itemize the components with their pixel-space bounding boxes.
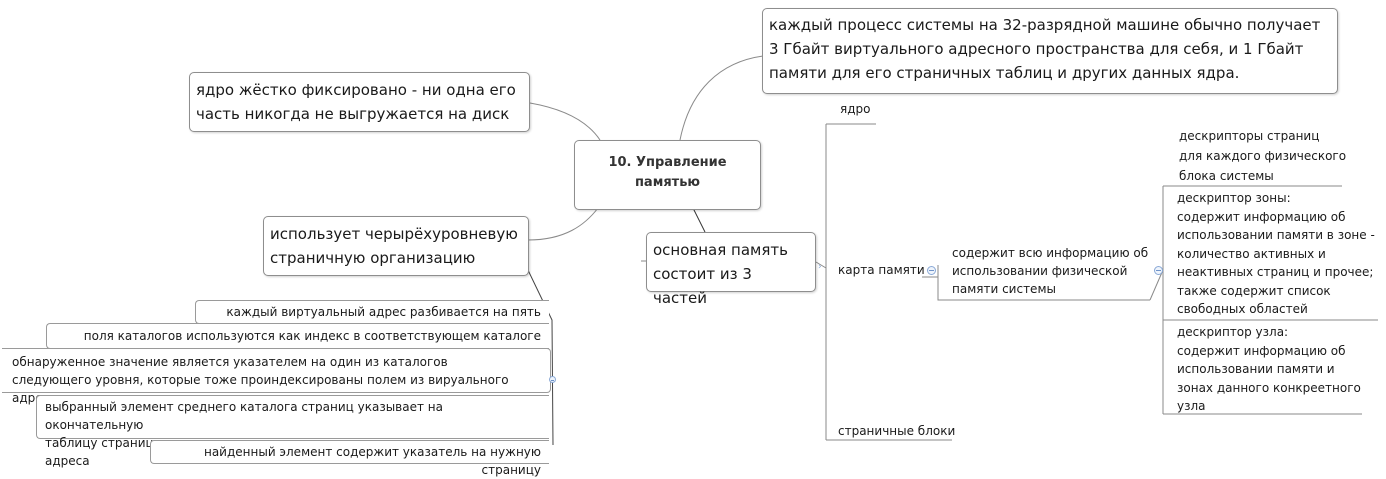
descriptor-node[interactable]: дескриптор узла: содержит информацию об … (1177, 325, 1361, 413)
part-page-blocks[interactable]: страничные блоки (838, 424, 956, 438)
memory-map-description[interactable]: содержит всю информацию об использовании… (952, 246, 1149, 296)
list-item[interactable]: поля каталогов используются как индекс в… (46, 323, 549, 361)
topic-main-memory[interactable]: основная память состоит из 3 частей (646, 232, 816, 307)
collapse-icon[interactable] (927, 266, 936, 275)
list-item[interactable]: каждый виртуальный адрес разбивается на … (195, 300, 549, 337)
list-item[interactable]: выбранный элемент среднего каталога стра… (36, 395, 549, 468)
topic-four-level-paging[interactable]: использует черырёхуровневую страничную о… (263, 216, 529, 276)
collapse-icon[interactable] (549, 376, 556, 383)
part-kernel[interactable]: ядро (840, 102, 871, 116)
list-item[interactable]: обнаруженное значение является указателе… (2, 348, 551, 405)
topic-kernel-fixed[interactable]: ядро жёстко фиксировано - ни одна его ча… (189, 72, 530, 132)
descriptor-zone[interactable]: дескриптор зоны: содержит информацию об … (1177, 191, 1375, 316)
central-topic[interactable]: 10. Управление памятью (574, 140, 761, 210)
descriptor-pages[interactable]: дескрипторы страниц для каждого физическ… (1179, 129, 1347, 183)
topic-process-address-space[interactable]: каждый процесс системы на 32-разрядной м… (762, 8, 1338, 94)
central-topic-title: 10. Управление памятью (608, 155, 727, 190)
collapse-icon[interactable] (1154, 266, 1163, 275)
chevron-right-icon[interactable]: › (818, 262, 822, 272)
part-memory-map[interactable]: карта памяти (838, 263, 925, 277)
list-item[interactable]: найденный элемент содержит указатель на … (150, 440, 549, 477)
